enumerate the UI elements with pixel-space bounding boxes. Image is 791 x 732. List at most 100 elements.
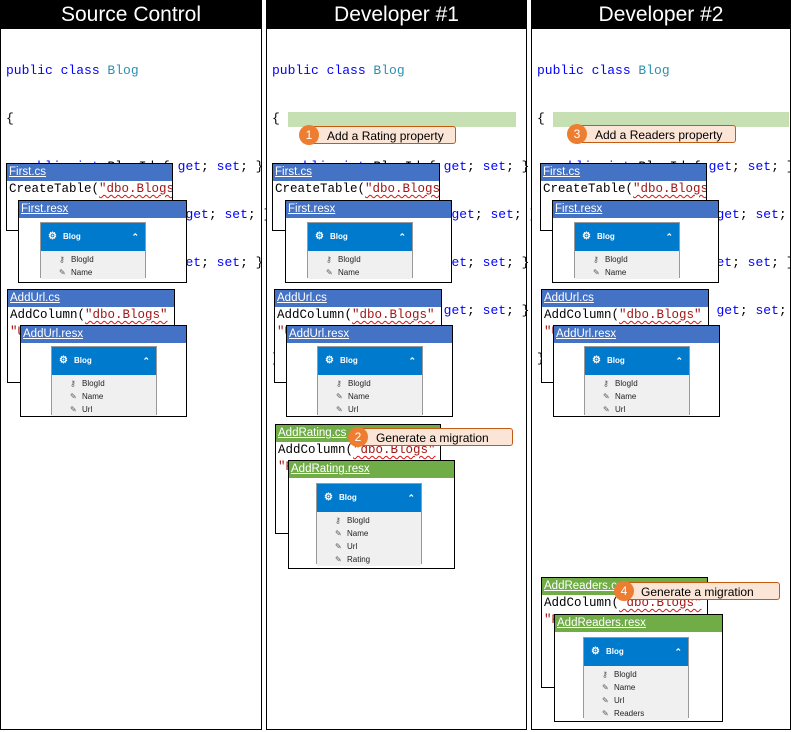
file-first-resx: First.resx ⚙Blog⌃ ⚷BlogId ✎Name bbox=[18, 200, 187, 283]
key-icon: ⚷ bbox=[70, 379, 76, 388]
entity-property: ⚷BlogId bbox=[326, 255, 361, 264]
chevron-up-icon: ⌃ bbox=[142, 356, 150, 366]
key-icon: ⚷ bbox=[59, 255, 65, 264]
file-code: CreateTable("dbo.Blogs" bbox=[9, 182, 172, 196]
entity-property: ✎Name bbox=[593, 268, 627, 277]
code-line: public class Blog bbox=[537, 63, 670, 78]
key-icon: ⚷ bbox=[603, 379, 609, 388]
code-highlight bbox=[288, 112, 516, 127]
entity-property: ⚷BlogId bbox=[336, 379, 371, 388]
file-title: First.resx bbox=[19, 201, 186, 218]
file-addurl-resx: AddUrl.resx ⚙Blog⌃ ⚷BlogId ✎Name ✎Url bbox=[553, 325, 720, 417]
chevron-up-icon: ⌃ bbox=[408, 356, 416, 366]
key-icon: ⚷ bbox=[602, 670, 608, 679]
entity-icon: ⚙ bbox=[48, 231, 57, 242]
code-line: { bbox=[537, 111, 545, 126]
file-code: AddColumn("dbo.Blogs" bbox=[10, 308, 168, 322]
wrench-icon: ✎ bbox=[603, 392, 610, 401]
entity-blog: ⚙Blog⌃ ⚷BlogId ✎Name bbox=[40, 222, 146, 279]
wrench-icon: ✎ bbox=[593, 268, 600, 277]
file-title: AddRating.resx bbox=[289, 461, 454, 478]
key-icon: ⚷ bbox=[336, 379, 342, 388]
file-addurl-resx: AddUrl.resx ⚙Blog⌃ ⚷BlogId ✎Name ✎Url bbox=[20, 325, 187, 417]
entity-property: ✎Name bbox=[335, 529, 369, 538]
entity-blog: ⚙Blog⌃ ⚷BlogId ✎Name ✎Url ✎Readers bbox=[583, 637, 689, 720]
entity-property: ⚷BlogId bbox=[59, 255, 94, 264]
entity-property: ✎Name bbox=[70, 392, 104, 401]
entity-property: ✎Name bbox=[603, 392, 637, 401]
code-line: } bbox=[537, 351, 791, 367]
entity-property: ✎Url bbox=[602, 696, 625, 705]
code-line: public class Blog bbox=[6, 63, 139, 78]
file-title: First.resx bbox=[286, 201, 451, 218]
chevron-up-icon: ⌃ bbox=[407, 493, 415, 503]
callout-generate-migration: Generate a migration bbox=[620, 582, 780, 600]
wrench-icon: ✎ bbox=[335, 529, 342, 538]
callout-add-readers: Add a Readers property bbox=[574, 125, 736, 143]
entity-property: ✎Name bbox=[326, 268, 360, 277]
column-header: Developer #1 bbox=[267, 1, 526, 29]
file-title: First.cs bbox=[273, 164, 439, 181]
entity-property: ⚷BlogId bbox=[603, 379, 638, 388]
file-addrating-resx: AddRating.resx ⚙Blog⌃ ⚷BlogId ✎Name ✎Url… bbox=[288, 460, 455, 569]
file-first-resx: First.resx ⚙Blog⌃ ⚷BlogId ✎Name bbox=[285, 200, 452, 283]
wrench-icon: ✎ bbox=[59, 268, 66, 277]
file-code: AddColumn("dbo.Blogs" bbox=[277, 308, 435, 322]
entity-property: ✎Url bbox=[70, 405, 93, 414]
entity-property: ✎Url bbox=[335, 542, 358, 551]
entity-icon: ⚙ bbox=[324, 492, 333, 503]
entity-property: ⚷BlogId bbox=[70, 379, 105, 388]
wrench-icon: ✎ bbox=[336, 392, 343, 401]
file-code: CreateTable("dbo.Blogs" bbox=[275, 182, 440, 196]
file-title: First.cs bbox=[541, 164, 706, 181]
entity-property: ✎Rating bbox=[335, 555, 371, 564]
entity-icon: ⚙ bbox=[315, 231, 324, 242]
entity-icon: ⚙ bbox=[325, 355, 334, 366]
file-addreaders-resx: AddReaders.resx ⚙Blog⌃ ⚷BlogId ✎Name ✎Ur… bbox=[554, 614, 723, 722]
code-line: { bbox=[6, 111, 14, 126]
entity-icon: ⚙ bbox=[591, 646, 600, 657]
key-icon: ⚷ bbox=[326, 255, 332, 264]
entity-property: ✎Url bbox=[336, 405, 359, 414]
wrench-icon: ✎ bbox=[602, 709, 609, 718]
code-line: public class Blog bbox=[272, 63, 405, 78]
entity-property: ⚷BlogId bbox=[335, 516, 370, 525]
column-header: Source Control bbox=[1, 1, 261, 29]
key-icon: ⚷ bbox=[593, 255, 599, 264]
wrench-icon: ✎ bbox=[602, 696, 609, 705]
wrench-icon: ✎ bbox=[335, 542, 342, 551]
wrench-icon: ✎ bbox=[326, 268, 333, 277]
entity-property: ✎Name bbox=[602, 683, 636, 692]
file-code: AddColumn("dbo.Blogs" bbox=[544, 308, 702, 322]
entity-blog: ⚙Blog⌃ ⚷BlogId ✎Name bbox=[574, 222, 680, 279]
file-title: AddUrl.cs bbox=[8, 290, 174, 307]
entity-icon: ⚙ bbox=[582, 231, 591, 242]
key-icon: ⚷ bbox=[335, 516, 341, 525]
entity-icon: ⚙ bbox=[592, 355, 601, 366]
entity-property: ⚷BlogId bbox=[593, 255, 628, 264]
step-badge: 3 bbox=[567, 124, 587, 144]
file-title: AddUrl.resx bbox=[21, 326, 186, 343]
wrench-icon: ✎ bbox=[70, 392, 77, 401]
column-source-control: Source Control public class Blog { publi… bbox=[0, 0, 271, 730]
step-badge: 1 bbox=[299, 125, 319, 145]
wrench-icon: ✎ bbox=[336, 405, 343, 414]
entity-blog: ⚙Blog⌃ ⚷BlogId ✎Name ✎Url bbox=[584, 346, 690, 416]
chevron-up-icon: ⌃ bbox=[675, 356, 683, 366]
entity-property: ✎Name bbox=[336, 392, 370, 401]
column-developer-2: Developer #2 public class Blog { public … bbox=[531, 0, 791, 730]
file-addurl-resx: AddUrl.resx ⚙Blog⌃ ⚷BlogId ✎Name ✎Url bbox=[286, 325, 453, 417]
callout-generate-migration: Generate a migration bbox=[355, 428, 513, 446]
file-title: First.cs bbox=[7, 164, 172, 181]
column-header: Developer #2 bbox=[532, 1, 790, 29]
entity-name: Blog bbox=[63, 232, 81, 241]
file-code: CreateTable("dbo.Blogs" bbox=[543, 182, 706, 196]
chevron-up-icon: ⌃ bbox=[398, 232, 406, 242]
wrench-icon: ✎ bbox=[335, 555, 342, 564]
code-highlight bbox=[553, 112, 789, 127]
step-badge: 4 bbox=[614, 581, 634, 601]
file-title: AddUrl.cs bbox=[542, 290, 708, 307]
chevron-up-icon: ⌃ bbox=[674, 647, 682, 657]
wrench-icon: ✎ bbox=[70, 405, 77, 414]
entity-blog: ⚙Blog⌃ ⚷BlogId ✎Name ✎Url bbox=[51, 346, 157, 416]
